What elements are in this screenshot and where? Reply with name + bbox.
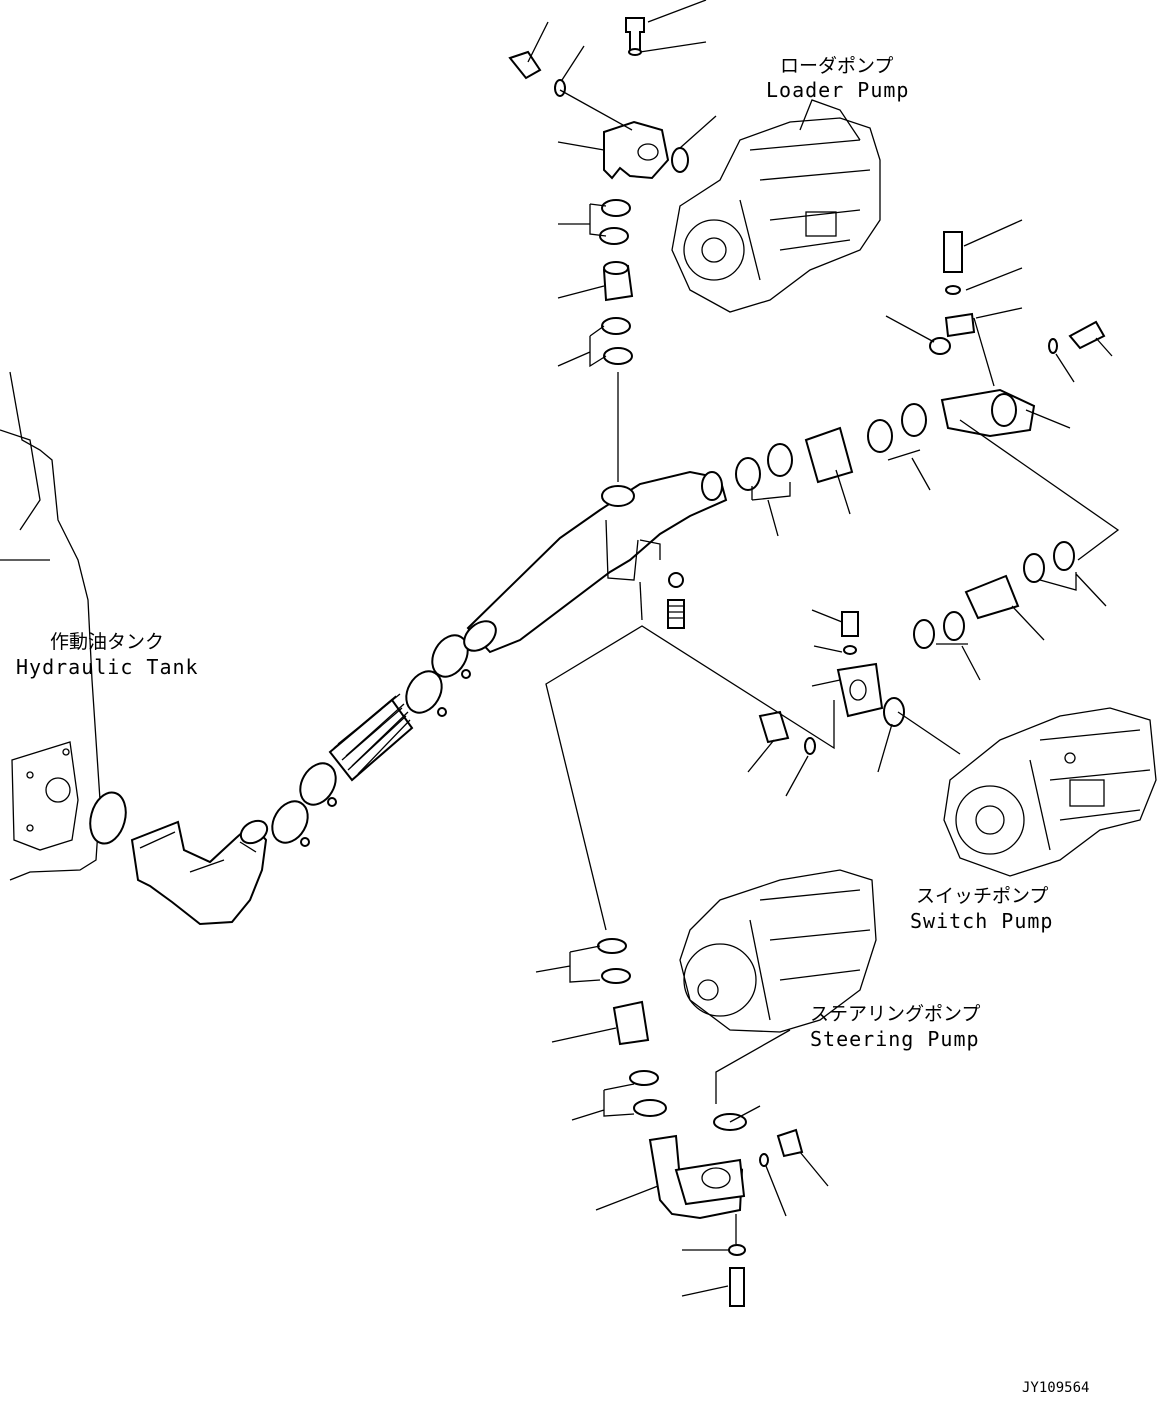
loader-pump-label-en: Loader Pump	[766, 78, 909, 102]
tank-elbow-pipe	[130, 819, 269, 926]
switch-pump-label-jp: スイッチポンプ	[916, 885, 1048, 907]
switch-pump-label-en: Switch Pump	[910, 909, 1053, 933]
steering-pump-label-en: Steering Pump	[810, 1027, 980, 1051]
main-suction-pipe	[463, 470, 728, 654]
loader-pump-label-jp: ローダポンプ	[780, 55, 893, 77]
hydraulic-tank-label-jp: 作動油タンク	[50, 631, 164, 653]
suction-hose-assembly	[271, 634, 471, 847]
switch-suction-parts	[735, 231, 1106, 755]
hydraulic-tank-label-en: Hydraulic Tank	[16, 655, 199, 679]
loader-suction-parts	[508, 17, 689, 365]
drawing-code: JY109564	[1022, 1380, 1089, 1396]
switch-pump	[943, 707, 1157, 877]
hydraulic-tank	[0, 371, 127, 881]
steering-pump-label-jp: ステアリングポンプ	[810, 1003, 980, 1025]
steering-suction-parts	[597, 938, 804, 1307]
loader-pump	[671, 99, 881, 313]
steering-pump	[679, 869, 877, 1033]
leader-lines	[527, 0, 1120, 1297]
